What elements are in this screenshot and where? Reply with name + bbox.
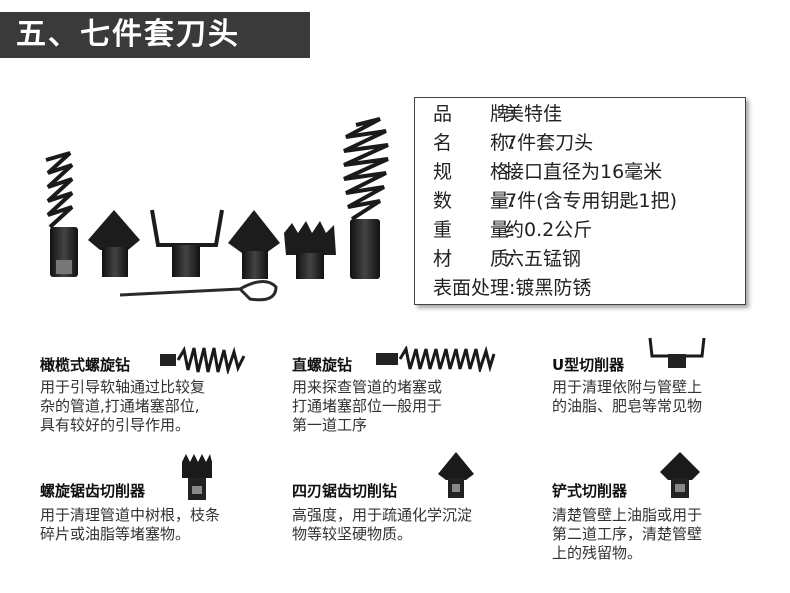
key-tool <box>119 280 278 302</box>
item-title: 四刃锯齿切削钻 <box>292 482 398 500</box>
four-blade-tool <box>228 210 280 253</box>
item-desc: 用于清理依附与管壁上 的油脂、肥皂等常见物 <box>552 378 703 415</box>
u-cutter-icon <box>646 336 708 370</box>
spec-row: 表面处理:镀黑防锈 <box>433 274 591 302</box>
spec-label: 材 质: <box>433 248 516 270</box>
spec-row: 数 量:7件(含专用钥匙1把) <box>433 187 677 215</box>
item-title: 螺旋锯齿切削器 <box>40 482 146 500</box>
spade-tool <box>88 210 140 250</box>
left-spiral-tool <box>45 151 74 229</box>
section-header: 五、七件套刀头 <box>0 12 310 58</box>
item-desc: 用于引导软轴通过比较复 杂的管道,打通堵塞部位, 具有较好的引导作用。 <box>40 378 206 434</box>
spec-label: 数 量: <box>433 190 516 212</box>
product-photo <box>40 115 390 310</box>
saw-tool <box>284 221 336 255</box>
spec-value: 接口直径为16毫米 <box>505 161 663 183</box>
spec-value: 六五锰钢 <box>505 248 582 270</box>
spec-label: 表面处理: <box>433 277 516 299</box>
item-desc: 清楚管壁上油脂或用于 第二道工序，清楚管壁 上的残留物。 <box>552 506 703 562</box>
spec-label: 名 称: <box>433 132 516 154</box>
spec-value: 7件(含专用钥匙1把) <box>505 190 678 212</box>
section-title: 五、七件套刀头 <box>16 17 240 52</box>
item-desc: 高强度，用于疏通化学沉淀 物等较坚硬物质。 <box>292 506 473 543</box>
spec-label: 重 量: <box>433 219 516 241</box>
spec-value: 7件套刀头 <box>505 132 594 154</box>
spec-label: 品 牌: <box>433 103 516 125</box>
four-blade-saw-drill-icon <box>436 450 476 502</box>
right-spiral-tool <box>343 117 389 221</box>
u-tool <box>150 209 224 247</box>
spec-label: 规 格: <box>433 161 516 183</box>
olive-spiral-drill-icon <box>160 346 250 374</box>
spec-value: 镀黑防锈 <box>515 277 592 299</box>
item-title: U型切削器 <box>552 356 625 374</box>
spec-row: 材 质:六五锰钢 <box>433 245 581 273</box>
spec-row: 规 格:接口直径为16毫米 <box>433 158 662 186</box>
spec-row: 名 称:7件套刀头 <box>433 129 593 157</box>
item-desc: 用于清理管道中树根，枝条 碎片或油脂等堵塞物。 <box>40 506 221 543</box>
item-title: 直螺旋钻 <box>292 356 353 374</box>
spec-row: 品 牌:美特佳 <box>433 100 562 128</box>
spec-table: 品 牌:美特佳 名 称:7件套刀头 规 格:接口直径为16毫米 数 量:7件(含… <box>414 97 746 305</box>
item-title: 橄榄式螺旋钻 <box>40 356 131 374</box>
item-title: 铲式切削器 <box>552 482 628 500</box>
straight-spiral-drill-icon <box>376 346 498 372</box>
spec-value: 约0.2公斤 <box>505 219 593 241</box>
item-desc: 用来探查管道的堵塞或 打通堵塞部位一般用于 第一道工序 <box>292 378 443 434</box>
spec-value: 美特佳 <box>505 103 563 125</box>
spiral-saw-cutter-icon <box>180 452 214 504</box>
spade-cutter-icon <box>656 450 704 502</box>
spec-row: 重 量:约0.2公斤 <box>433 216 592 244</box>
